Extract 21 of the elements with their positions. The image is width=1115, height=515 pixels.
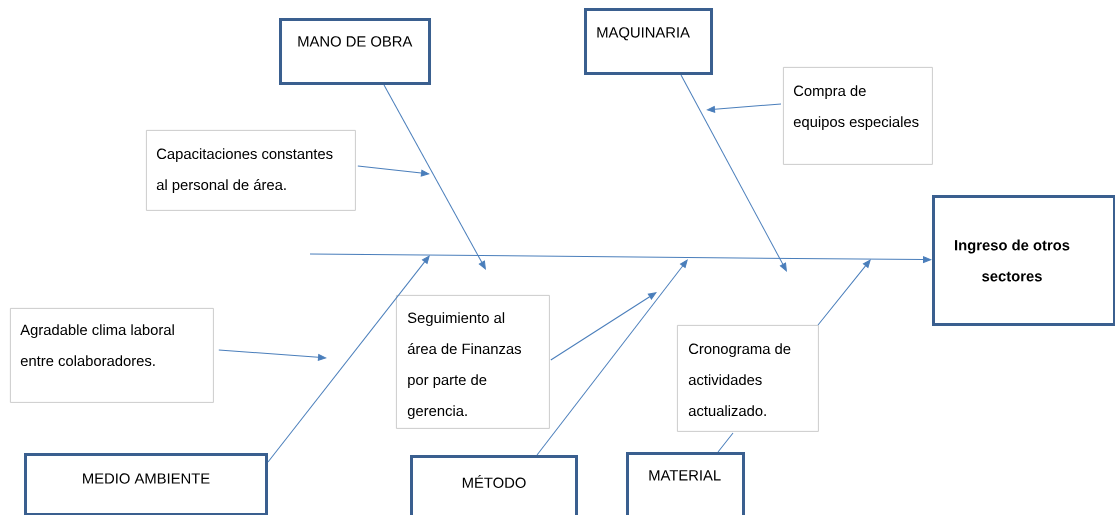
arrow — [680, 74, 787, 272]
note-box: Cronograma de actividades actualizado. — [677, 325, 819, 432]
arrow — [267, 255, 430, 463]
category-box: MAQUINARIA — [584, 8, 713, 75]
category-box: MATERIAL — [626, 452, 745, 515]
arrow — [357, 165, 430, 177]
arrow — [383, 84, 486, 270]
note-box: Compra de equipos especiales — [783, 67, 933, 165]
note-box: Capacitaciones constantes al personal de área. — [146, 130, 356, 211]
note-box: Agradable clima laboral entre colaboradores. — [10, 308, 214, 403]
category-box: MANO DE OBRA — [279, 18, 431, 85]
arrow — [706, 103, 782, 113]
arrow — [550, 292, 657, 361]
arrow — [536, 259, 688, 456]
category-box: MÉTODO — [410, 455, 578, 515]
arrow — [309, 253, 932, 263]
effect-box: Ingreso de otros sectores — [932, 195, 1115, 326]
arrow — [218, 349, 327, 361]
note-box: Seguimiento al área de Finanzas por parte de gerencia. — [396, 295, 550, 429]
category-box: MEDIO AMBIENTE — [24, 453, 268, 515]
arrow — [717, 259, 871, 453]
